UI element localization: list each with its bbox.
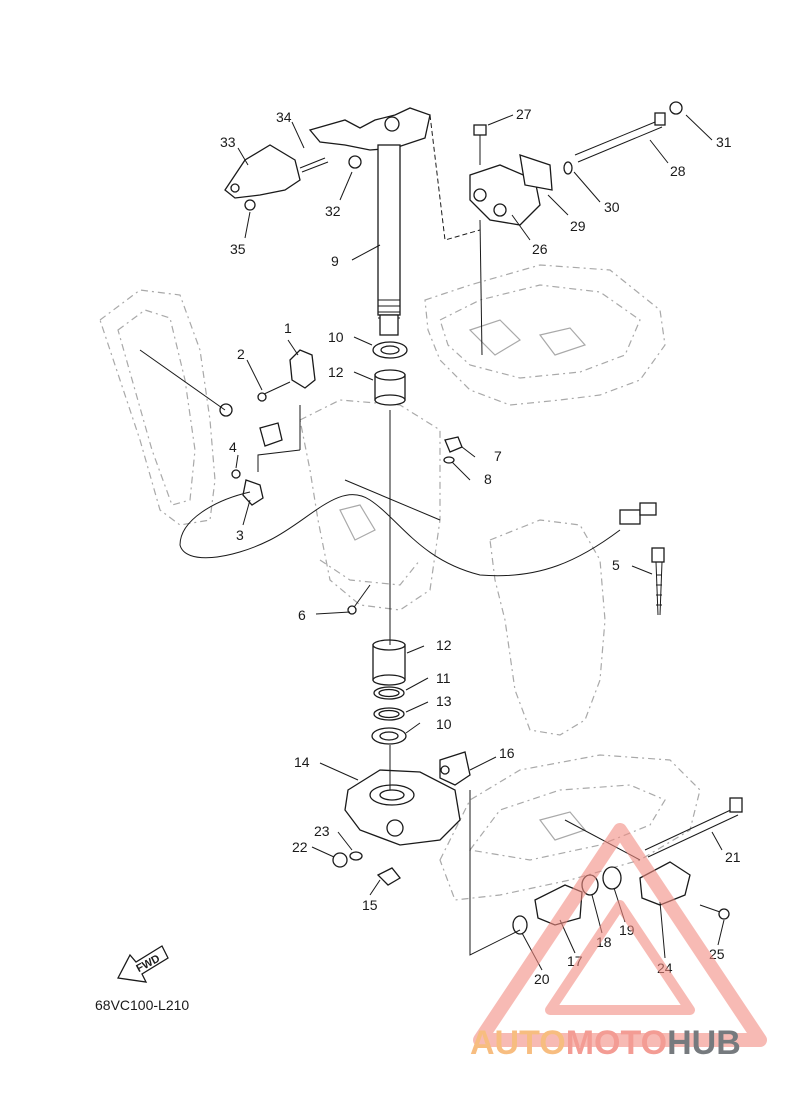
cable-bracket [224,144,362,211]
clamp-and-wire [179,349,657,577]
cable-tie [651,547,665,616]
callout-9: 9 [331,253,339,269]
lower-mount [332,751,471,886]
diagram-code: 68VC100-L210 [95,997,189,1013]
callout-15: 15 [362,897,378,913]
long-bolt-top [574,101,683,163]
callout-12-upper: 12 [328,364,344,380]
fwd-arrow: FWD [116,945,169,983]
callout-5: 5 [612,557,620,573]
fwd-label: FWD [134,953,162,975]
callout-7: 7 [494,448,502,464]
assembly-lines [139,114,641,956]
callout-2: 2 [237,346,245,362]
callout-27: 27 [516,106,532,122]
callout-labels: 1 2 3 4 5 6 7 8 9 10 10 11 12 12 13 14 1… [220,106,741,987]
callout-1: 1 [284,320,292,336]
callout-26: 26 [532,241,548,257]
callout-34: 34 [276,109,292,125]
callout-31: 31 [716,134,732,150]
callout-35: 35 [230,241,246,257]
callout-28: 28 [670,163,686,179]
callout-10-upper: 10 [328,329,344,345]
callout-10-lower: 10 [436,716,452,732]
callout-22: 22 [292,839,308,855]
callout-11: 11 [436,670,451,686]
top-mount-assembly [469,124,573,226]
bushings-and-seals [371,341,408,745]
callout-32: 32 [325,203,341,219]
watermark-triangle-outer [473,823,767,1047]
callout-14: 14 [294,754,310,770]
svg-text:AUTOMOTOHUB: AUTOMOTOHUB [470,1024,741,1062]
callout-6: 6 [298,607,306,623]
callout-29: 29 [570,218,586,234]
watermark-hub: HUB [667,1024,741,1062]
callout-20: 20 [534,971,550,987]
callout-12-lower: 12 [436,637,452,653]
watermark-auto: AUTO [470,1024,566,1062]
callout-3: 3 [236,527,244,543]
callout-4: 4 [229,439,237,455]
watermark-triangle-inner [545,900,695,1015]
callout-30: 30 [604,199,620,215]
callout-23: 23 [314,823,330,839]
small-fasteners [347,436,463,615]
callout-21: 21 [725,849,741,865]
callout-13: 13 [436,693,452,709]
callout-16: 16 [499,745,515,761]
steering-shaft [308,107,431,336]
watermark-moto: MOTO [566,1024,667,1062]
callout-33: 33 [220,134,236,150]
callout-8: 8 [484,471,492,487]
phantom-outlines [99,264,701,901]
watermark: AUTOMOTOHUB [470,823,767,1062]
